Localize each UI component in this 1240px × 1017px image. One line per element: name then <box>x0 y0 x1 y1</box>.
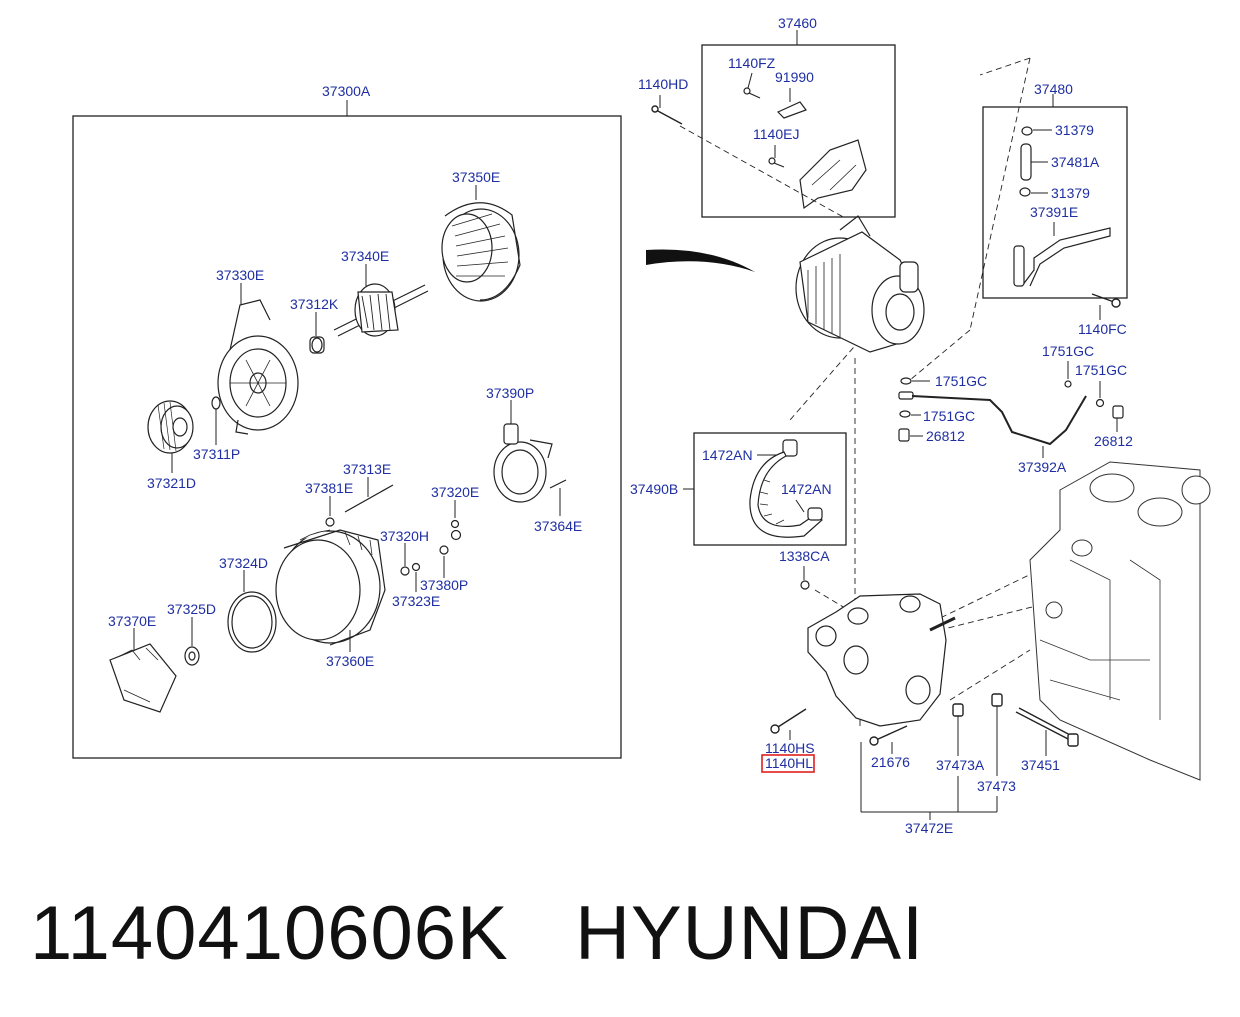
label-37320H[interactable]: 37320H <box>380 528 429 544</box>
hose-drawing <box>749 439 823 538</box>
label-37473A[interactable]: 37473A <box>936 757 985 773</box>
label-1751GC-d[interactable]: 1751GC <box>1075 362 1127 378</box>
label-37472E[interactable]: 37472E <box>905 820 953 836</box>
label-37330E[interactable]: 37330E <box>216 267 264 283</box>
label-37313E[interactable]: 37313E <box>343 461 391 477</box>
label-1140HL[interactable]: 1140HL <box>765 755 813 771</box>
vacuum-hose-group-frame <box>982 106 1128 299</box>
label-26812-b[interactable]: 26812 <box>1094 433 1133 449</box>
label-37323E[interactable]: 37323E <box>392 593 440 609</box>
label-37390P[interactable]: 37390P <box>486 385 534 401</box>
label-37391E[interactable]: 37391E <box>1030 204 1078 220</box>
label-1751GC-a[interactable]: 1751GC <box>935 373 987 389</box>
highlight-box-1140HL <box>761 754 815 773</box>
label-37350E[interactable]: 37350E <box>452 169 500 185</box>
label-91990[interactable]: 91990 <box>775 69 814 85</box>
label-1751GC-b[interactable]: 1751GC <box>923 408 975 424</box>
rear-bracket-drawing <box>275 529 386 646</box>
label-37370E[interactable]: 37370E <box>108 613 156 629</box>
insulator-plate-drawing <box>227 591 277 653</box>
washer-drawing <box>184 646 200 666</box>
vacuum-hose-drawing <box>1013 126 1111 287</box>
label-37451[interactable]: 37451 <box>1021 757 1060 773</box>
vacuum-pump-drawing <box>493 423 567 503</box>
dashed-leaders <box>679 57 1061 730</box>
label-37473[interactable]: 37473 <box>977 778 1016 794</box>
brand-name: HYUNDAI <box>575 891 925 976</box>
group-bracket-37472E <box>860 742 998 820</box>
label-37481A[interactable]: 37481A <box>1051 154 1100 170</box>
bearing-drawing <box>309 336 325 354</box>
page-title: 1140410606K HYUNDAI <box>30 890 924 977</box>
label-1140HS[interactable]: 1140HS <box>765 740 815 756</box>
label-37321D[interactable]: 37321D <box>147 475 196 491</box>
pointer-arrow <box>646 249 755 272</box>
regulator-drawing <box>109 643 177 713</box>
label-37340E[interactable]: 37340E <box>341 248 389 264</box>
label-1140FZ[interactable]: 1140FZ <box>728 55 776 71</box>
bolt-1140FC-drawing <box>1091 293 1121 308</box>
label-37325D[interactable]: 37325D <box>167 601 216 617</box>
label-37300A[interactable]: 37300A <box>322 83 371 99</box>
oil-tube-drawing <box>898 377 1124 446</box>
label-37460[interactable]: 37460 <box>778 15 817 31</box>
bracket-group-frame <box>701 44 896 218</box>
front-bracket-drawing <box>217 299 299 435</box>
label-37324D[interactable]: 37324D <box>219 555 268 571</box>
label-37392A[interactable]: 37392A <box>1018 459 1067 475</box>
alternator-drawing <box>795 215 925 353</box>
label-1140HD[interactable]: 1140HD <box>638 76 688 92</box>
label-1140FC[interactable]: 1140FC <box>1078 321 1127 337</box>
label-37311P[interactable]: 37311P <box>193 446 240 462</box>
label-31379-b[interactable]: 31379 <box>1051 185 1090 201</box>
label-37381E[interactable]: 37381E <box>305 480 353 496</box>
label-37312K[interactable]: 37312K <box>290 296 339 312</box>
pulley-drawing <box>147 396 221 454</box>
label-31379-a[interactable]: 31379 <box>1055 122 1094 138</box>
label-37490B[interactable]: 37490B <box>630 481 678 497</box>
label-1472AN-a[interactable]: 1472AN <box>702 447 753 463</box>
label-37480[interactable]: 37480 <box>1034 81 1073 97</box>
label-1751GC-c[interactable]: 1751GC <box>1042 343 1094 359</box>
nuts-drawing <box>400 519 462 576</box>
bolt-1140HD-drawing <box>651 105 683 125</box>
label-37320E[interactable]: 37320E <box>431 484 479 500</box>
label-37360E[interactable]: 37360E <box>326 653 374 669</box>
rotor-drawing <box>333 283 429 337</box>
label-1472AN-b[interactable]: 1472AN <box>781 481 832 497</box>
label-21676[interactable]: 21676 <box>871 754 910 770</box>
label-37364E[interactable]: 37364E <box>534 518 582 534</box>
through-bolt-drawing <box>325 484 394 527</box>
label-1140EJ[interactable]: 1140EJ <box>753 126 799 142</box>
engine-block-drawing <box>1029 461 1211 781</box>
label-1338CA[interactable]: 1338CA <box>779 548 830 564</box>
mounting-bracket-drawing <box>743 87 867 210</box>
label-37380P[interactable]: 37380P <box>420 577 468 593</box>
stator-drawing <box>441 202 521 302</box>
part-number: 1140410606K <box>30 891 509 976</box>
support-bracket-drawing <box>800 580 956 727</box>
label-26812-a[interactable]: 26812 <box>926 428 965 444</box>
